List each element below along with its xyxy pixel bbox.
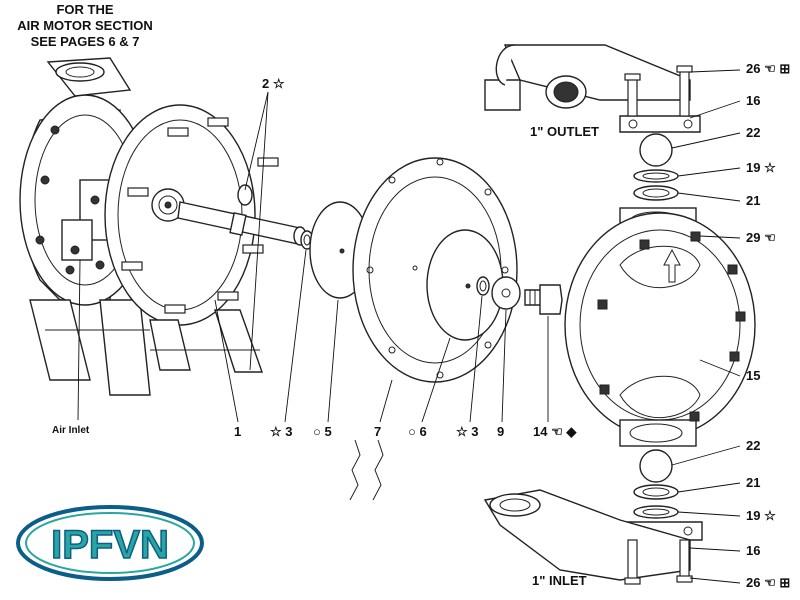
leader-lines <box>77 69 741 584</box>
logo-swoosh <box>16 505 204 581</box>
note-line-2: AIR MOTOR SECTION <box>17 18 153 33</box>
inlet-label: 1" INLET <box>532 573 587 588</box>
washer-9 <box>491 276 521 310</box>
outlet-manifold <box>484 44 701 133</box>
note-line-1: FOR THE <box>56 2 113 17</box>
callout-16-top: 16 <box>746 93 760 108</box>
callout-29: 29 ☜ <box>746 230 776 245</box>
ball-22-bottom <box>639 449 673 483</box>
break-line-left <box>349 439 361 501</box>
fluid-chamber-15 <box>564 207 756 447</box>
callout-19-top: 19 ☆ <box>746 160 776 175</box>
seat-21-bottom <box>633 484 679 500</box>
plate-6 <box>426 229 504 341</box>
chamber-bolts-29 <box>597 231 746 422</box>
callout-22-bottom: 22 <box>746 438 760 453</box>
bolt-14 <box>524 284 563 315</box>
callout-3b: ☆ 3 <box>456 424 479 439</box>
callout-19-bottom: 19 ☆ <box>746 508 776 523</box>
outlet-label: 1" OUTLET <box>530 124 599 139</box>
ipfvn-logo: IPFVN <box>16 505 204 581</box>
washer-3b <box>476 276 490 296</box>
callout-6: ○ 6 <box>408 424 427 439</box>
seat-19-bottom <box>633 505 679 519</box>
seat-21-top <box>633 185 679 201</box>
air-inlet-label: Air Inlet <box>52 425 90 436</box>
break-line-right <box>372 439 384 501</box>
callout-14: 14 ☜ ◆ <box>533 424 577 439</box>
callout-5: ○ 5 <box>313 424 332 439</box>
top-bolts-26 <box>624 65 693 117</box>
front-plate-bolts <box>121 117 279 314</box>
callout-9: 9 <box>497 424 504 439</box>
callout-26-top: 26 ☜ ⊞ <box>746 61 790 76</box>
callout-16-bottom: 16 <box>746 543 760 558</box>
callout-26-bottom: 26 ☜ ⊞ <box>746 575 790 590</box>
callout-21-top: 21 <box>746 193 760 208</box>
callout-22-top: 22 <box>746 125 760 140</box>
logo-text: IPFVN <box>51 523 169 567</box>
section-note: FOR THE AIR MOTOR SECTION SEE PAGES 6 & … <box>17 2 153 49</box>
callout-15: 15 <box>746 368 760 383</box>
callout-2: 2 ☆ <box>262 76 285 91</box>
seat-19-top <box>633 169 679 183</box>
callout-3a: ☆ 3 <box>270 424 293 439</box>
callout-1: 1 <box>234 424 241 439</box>
inlet-manifold <box>483 489 703 585</box>
note-line-3: SEE PAGES 6 & 7 <box>31 34 140 49</box>
ball-22-top <box>639 133 673 167</box>
air-motor-section <box>19 57 307 396</box>
logo-swoosh-inner <box>25 512 195 574</box>
callout-7: 7 <box>374 424 381 439</box>
callout-21-bottom: 21 <box>746 475 760 490</box>
